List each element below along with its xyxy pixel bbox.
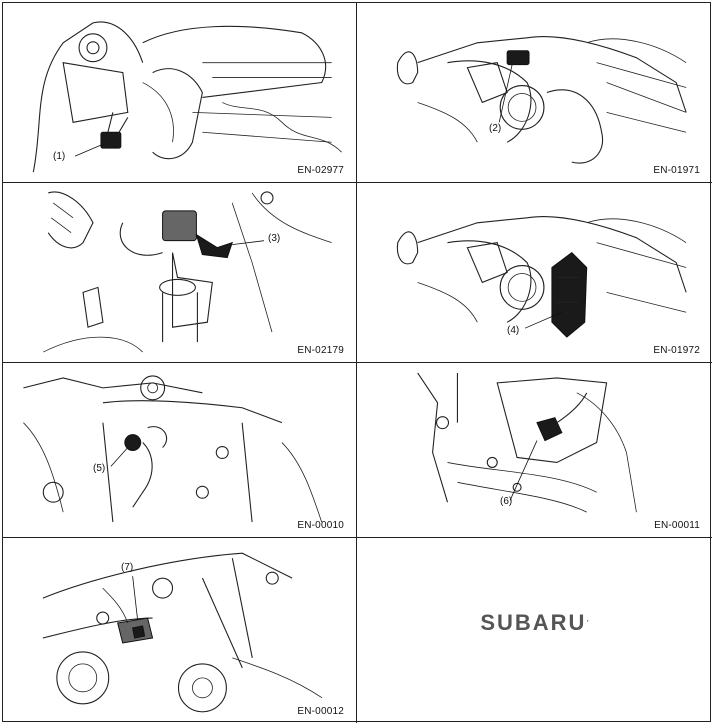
engine-bay-illustration-1 xyxy=(32,21,342,173)
figure-panel-3: (3) EN-02179 xyxy=(3,183,357,363)
callout-label: (2) xyxy=(489,123,502,134)
figure-code: EN-01971 xyxy=(653,165,700,176)
brand-panel: SUBARU. xyxy=(357,538,712,723)
throttle-body-illustration-1 xyxy=(396,35,687,164)
figure-panel-7: (7) EN-00012 xyxy=(3,538,357,723)
crankcase-illustration xyxy=(42,552,323,713)
figure-code: EN-02179 xyxy=(297,345,344,356)
figure-panel-4: (4) EN-01972 xyxy=(357,183,712,363)
subaru-logo: SUBARU. xyxy=(480,610,589,635)
throttle-body-illustration-2 xyxy=(396,215,687,338)
callout-label: (1) xyxy=(53,151,66,162)
callout-label: (7) xyxy=(121,562,134,573)
figure-code: EN-00010 xyxy=(297,520,344,531)
engine-block-illustration-2 xyxy=(417,372,637,513)
figure-panel-5: (5) EN-00010 xyxy=(3,363,357,538)
figure-panel-6: (6) EN-00011 xyxy=(357,363,712,538)
callout-label: (6) xyxy=(500,496,513,507)
callout-label: (4) xyxy=(507,325,520,336)
figure-code: EN-02977 xyxy=(297,165,344,176)
figure-panel-1: (1) EN-02977 xyxy=(3,3,357,183)
callout-label: (3) xyxy=(268,233,281,244)
callout-label: (5) xyxy=(93,463,106,474)
figure-code: EN-00012 xyxy=(297,706,344,717)
sensor-connector-illustration xyxy=(43,191,332,353)
figure-panel-2: (2) EN-01971 xyxy=(357,3,712,183)
figure-code: EN-01972 xyxy=(653,345,700,356)
engine-block-illustration-1 xyxy=(23,375,323,523)
figure-code: EN-00011 xyxy=(654,520,700,531)
